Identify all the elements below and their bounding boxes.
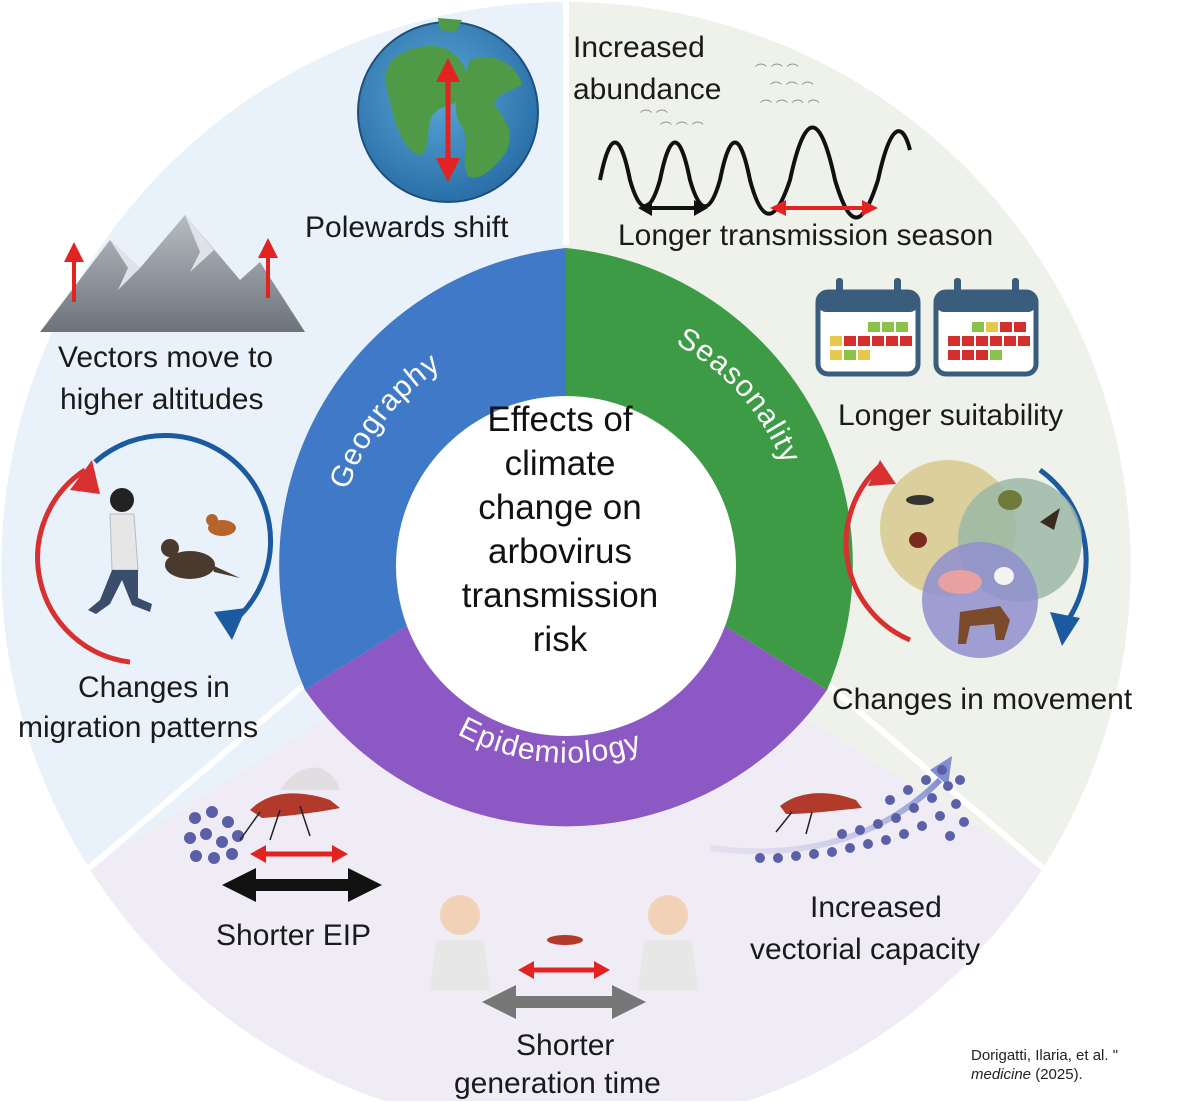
polewards-shift-label: Polewards shift [305,211,509,244]
shorter-eip-label: Shorter EIP [216,919,372,952]
migration-cycle-icon [35,432,273,665]
increased-abundance-label-line2: abundance [573,73,722,106]
vectors-altitude-label-line2: higher altitudes [60,383,264,416]
seasonality-segment [566,248,853,690]
svg-text:⌒ ⌒: ⌒ ⌒ [640,109,668,123]
increased-abundance-label-line1: Increased [573,31,705,64]
globe-icon [357,18,539,203]
movement-cycle-icon [843,460,1089,658]
svg-text:⌒ ⌒ ⌒ ⌒: ⌒ ⌒ ⌒ ⌒ [760,99,819,113]
mountain-icon [40,215,305,332]
calendar-icon [933,278,1039,377]
citation-year: (2025). [1031,1066,1083,1083]
center-title: Effects of climate change on arbovirus t… [410,398,710,662]
vectorial-label-line1: Increased [810,891,942,924]
generation-label-line2: generation time [454,1067,661,1100]
vectorial-capacity-icon [709,756,969,863]
citation: Dorigatti, Ilaria, et al. " medicine (20… [971,1046,1118,1084]
svg-text:⌒ ⌒ ⌒: ⌒ ⌒ ⌒ [755,63,799,77]
vectors-altitude-label-line1: Vectors move to [58,341,274,374]
seasonal-wave-icon: ⌒ ⌒ ⌒ ⌒ ⌒ ⌒ ⌒ ⌒ ⌒ ⌒ ⌒ ⌒ ⌒ ⌒ ⌒ [598,63,912,220]
citation-line1: Dorigatti, Ilaria, et al. " [971,1047,1119,1064]
center-title-line: Effects of [487,400,633,439]
center-title-line: transmission [461,576,659,615]
vectorial-label-line2: vectorial capacity [750,933,981,966]
longer-suitability-label: Longer suitability [838,399,1064,432]
eip-icon [184,767,382,902]
center-title-line: change on [478,488,642,527]
center-title-line: arbovirus [488,532,632,571]
generation-label-line1: Shorter [516,1029,615,1062]
movement-label: Changes in movement [832,683,1133,716]
longer-transmission-season-label: Longer transmission season [618,219,994,252]
citation-journal: medicine [971,1066,1032,1083]
center-title-line: risk [532,620,588,659]
generation-icon [430,895,698,1019]
theme-ring [279,248,853,827]
calendar-icon [815,278,921,377]
citation-line2: medicine (2025). [971,1065,1118,1084]
epidemiology-background [89,566,1043,1101]
svg-text:⌒ ⌒ ⌒: ⌒ ⌒ ⌒ [770,81,814,95]
geography-segment [279,248,566,690]
migration-label-line2: migration patterns [18,711,259,744]
center-title-line: climate [504,444,616,483]
migration-label-line1: Changes in [78,671,230,704]
svg-text:⌒ ⌒ ⌒: ⌒ ⌒ ⌒ [660,121,704,135]
